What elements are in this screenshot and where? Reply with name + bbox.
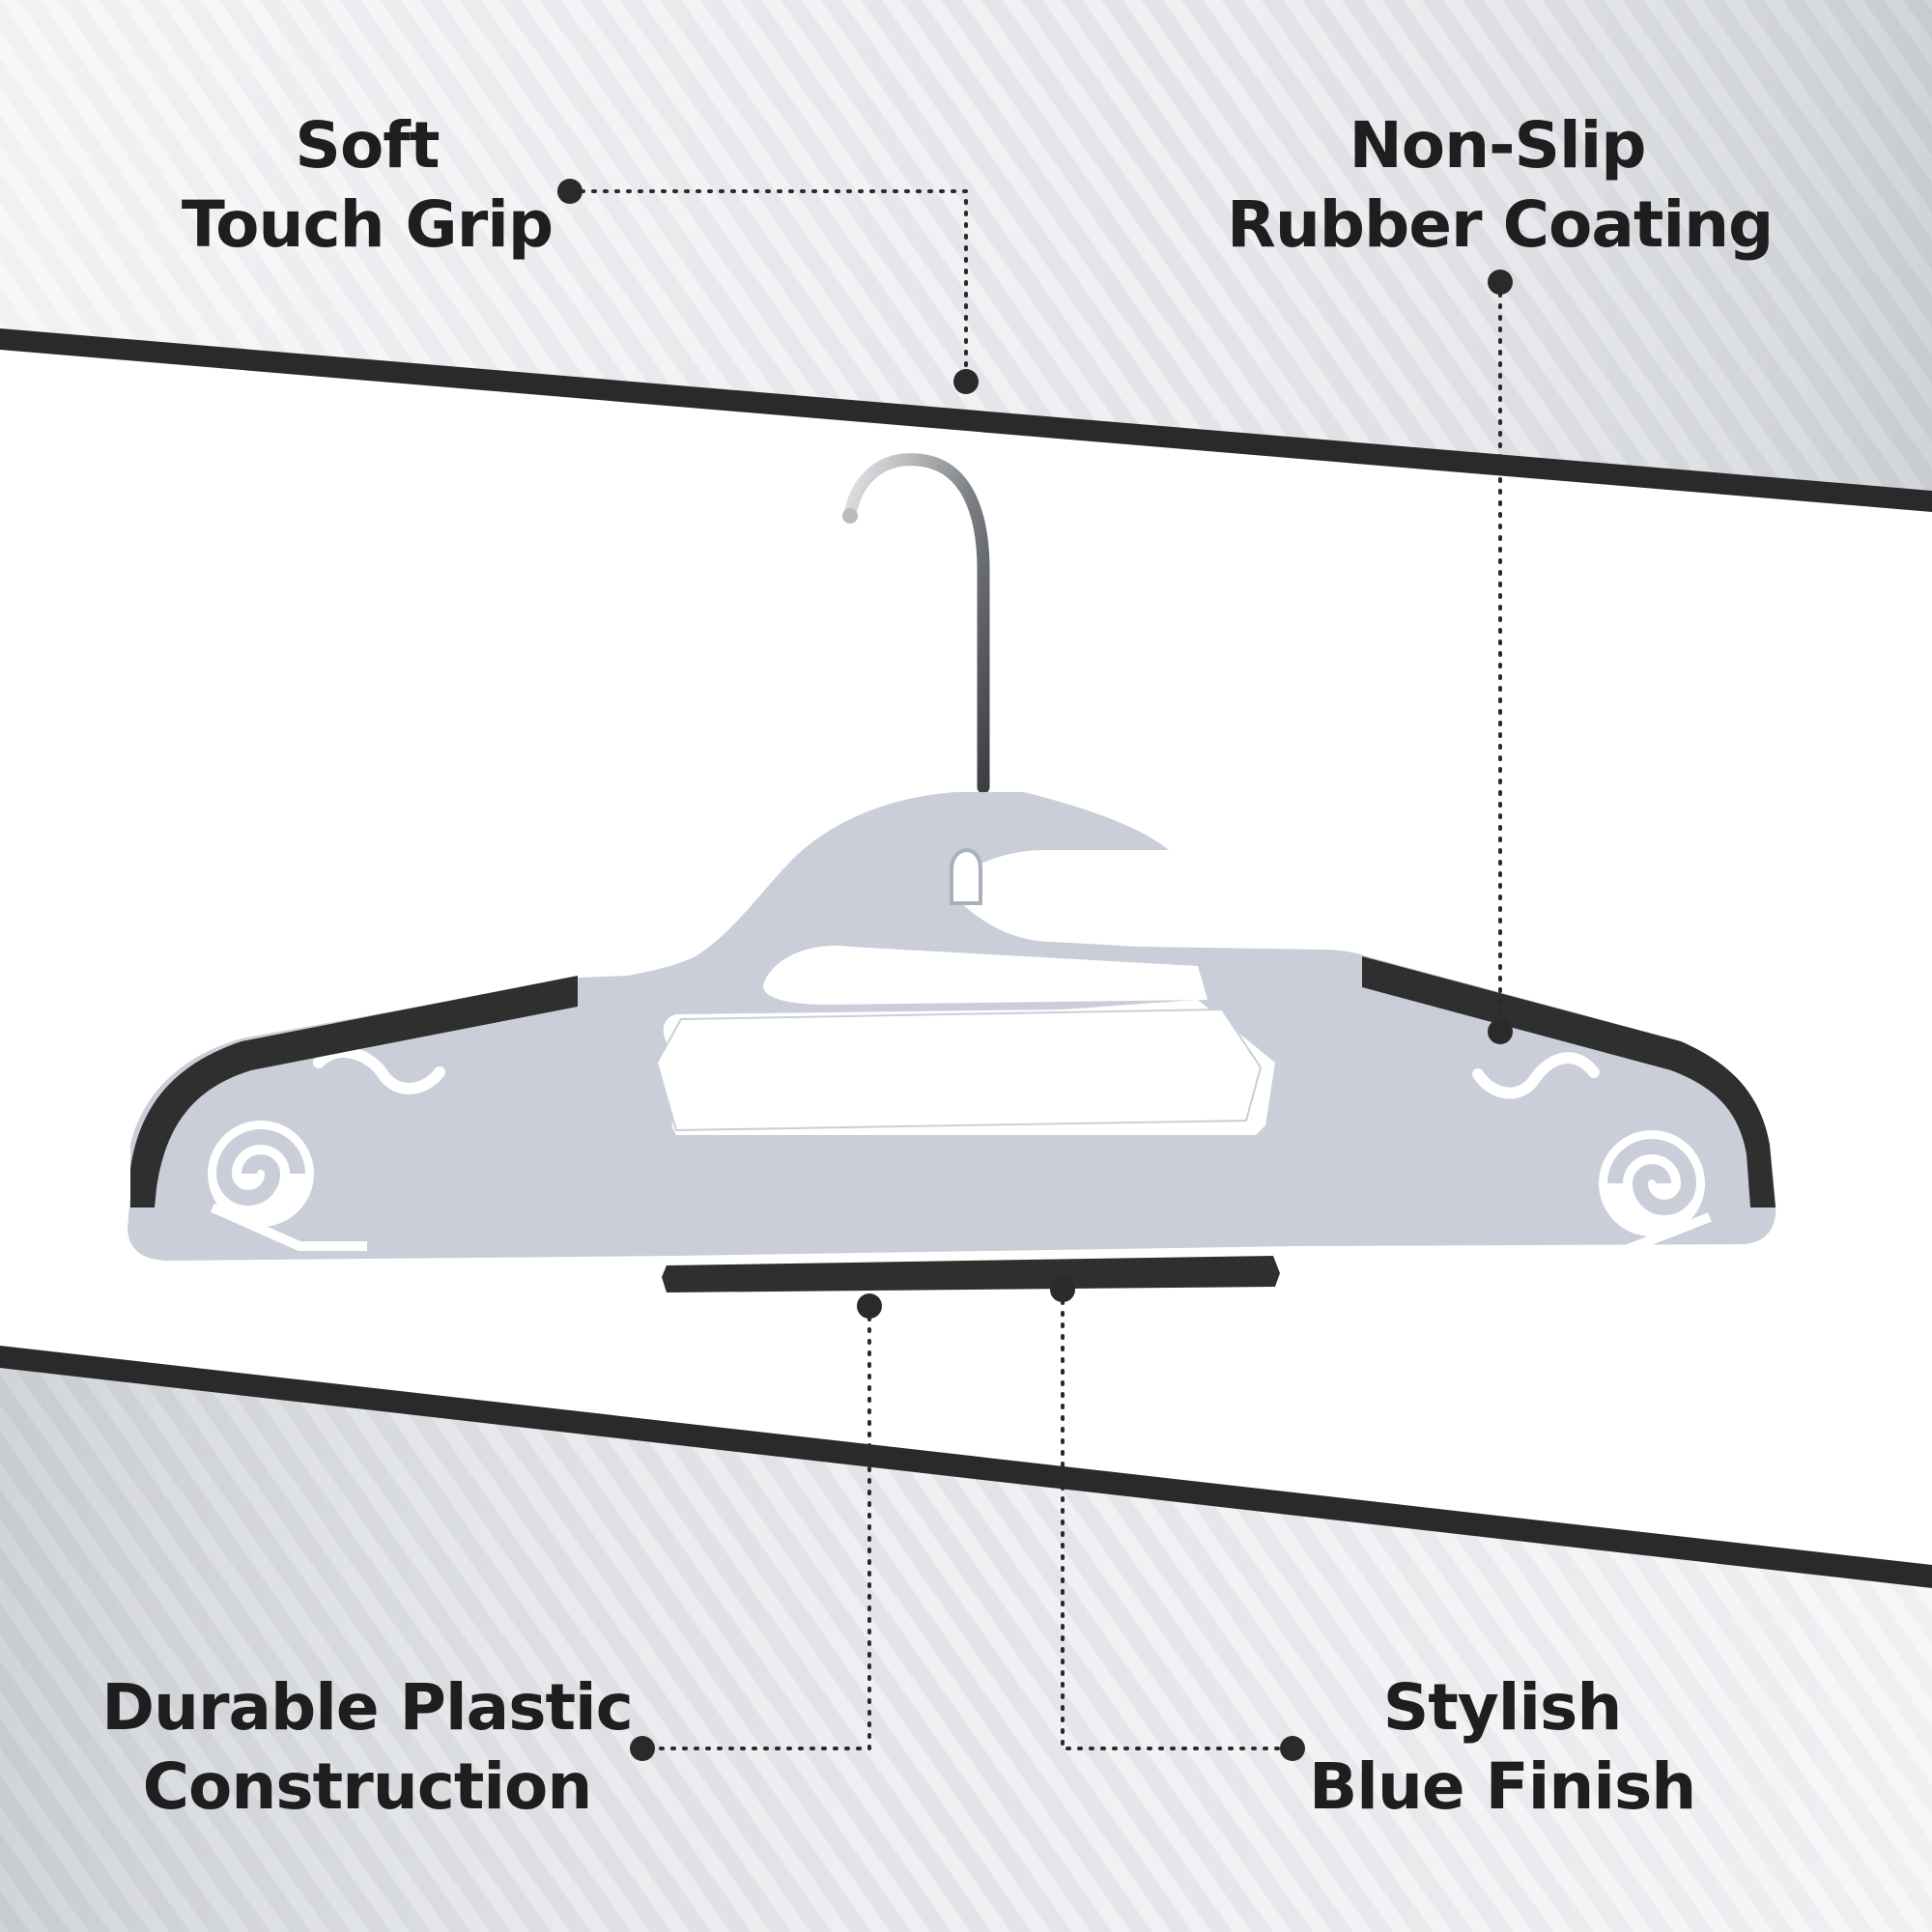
callout-line: Touch Grip xyxy=(181,187,554,262)
right-spiral-hook xyxy=(1472,1052,1712,1256)
callout-stylish-finish: Stylish Blue Finish xyxy=(1309,1668,1696,1827)
callout-line: Blue Finish xyxy=(1309,1749,1696,1824)
callout-soft-touch-grip: Soft Touch Grip xyxy=(164,106,570,265)
durable-dot-end xyxy=(630,1736,655,1761)
hanger-body xyxy=(128,792,1776,1261)
stylish-dot-start xyxy=(1050,1277,1075,1302)
stylish-leader xyxy=(1061,1288,1294,1750)
right-rubber-grip xyxy=(1362,956,1776,1208)
callout-non-slip-coating: Non-Slip Rubber Coating xyxy=(1227,106,1774,265)
non-slip-dot-end xyxy=(1488,1019,1513,1044)
bottom-dark-band xyxy=(0,1346,1932,1588)
callout-line: Non-Slip xyxy=(1349,108,1647,183)
callout-dots xyxy=(557,179,1513,1761)
callout-line: Stylish xyxy=(1382,1670,1623,1745)
top-dark-band xyxy=(0,328,1932,512)
durable-leader xyxy=(640,1304,871,1750)
callout-line: Soft xyxy=(295,108,440,183)
soft-touch-dot-start xyxy=(557,179,582,204)
callout-lines xyxy=(568,189,1502,1750)
left-spiral-hook xyxy=(208,1046,445,1251)
hanger-illustration xyxy=(128,453,1776,1293)
bar-rubber-grip xyxy=(662,1256,1280,1293)
callout-line: Rubber Coating xyxy=(1227,187,1774,262)
hanger-hook xyxy=(843,453,990,794)
callout-line: Durable Plastic xyxy=(101,1670,634,1745)
callout-durable-plastic: Durable Plastic Construction xyxy=(97,1668,638,1827)
left-rubber-grip xyxy=(130,976,578,1208)
non-slip-dot-start xyxy=(1488,270,1513,295)
callout-line: Construction xyxy=(142,1749,593,1824)
soft-touch-leader xyxy=(568,189,968,381)
durable-dot-start xyxy=(857,1293,882,1319)
stylish-dot-end xyxy=(1280,1736,1305,1761)
soft-touch-dot-end xyxy=(953,369,979,394)
